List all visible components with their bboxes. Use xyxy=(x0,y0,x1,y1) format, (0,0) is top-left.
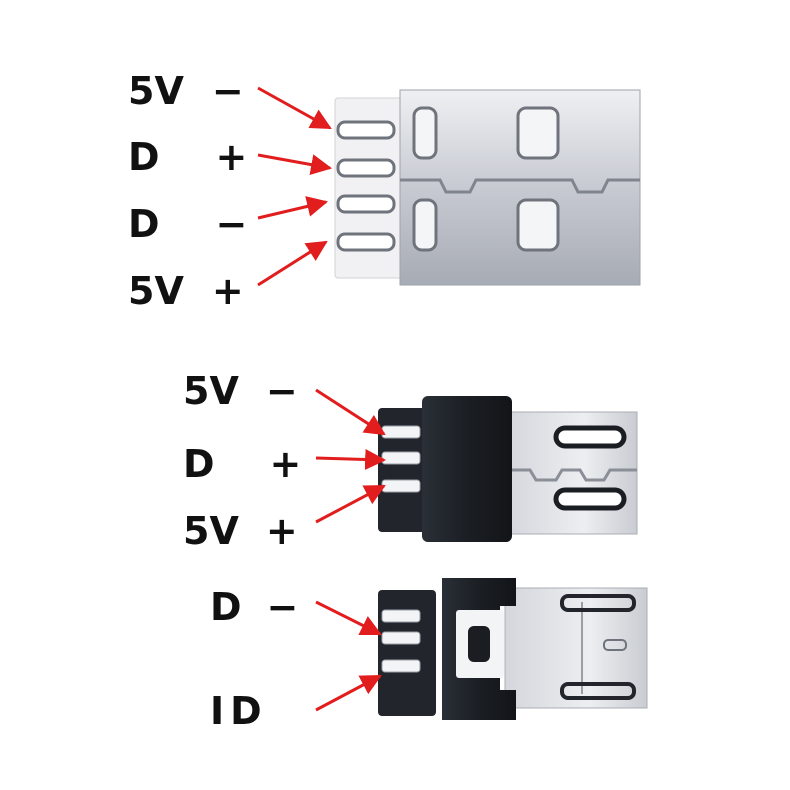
pin-polarity: + xyxy=(215,135,248,179)
pin-name: 5V xyxy=(183,369,239,413)
micro-bottom-slot xyxy=(560,594,636,612)
pin-label: D− xyxy=(210,588,298,626)
micro-top-crease xyxy=(505,468,637,482)
pin-name: D xyxy=(183,442,215,486)
micro-bottom-slot xyxy=(560,682,636,700)
pin-name: D xyxy=(128,135,160,179)
solder-pad xyxy=(381,631,421,645)
pin-polarity: − xyxy=(215,202,248,246)
pin-label: 5V + xyxy=(183,512,298,550)
solder-pad xyxy=(381,609,421,623)
pin-polarity: + xyxy=(265,509,298,553)
pin-label: D− xyxy=(128,205,247,243)
micro-bottom-dimple xyxy=(603,639,627,651)
pin-polarity: − xyxy=(266,585,299,629)
solder-pad xyxy=(381,479,421,493)
solder-pin xyxy=(336,194,396,214)
pin-arrow xyxy=(315,600,382,636)
pin-name: 5V xyxy=(128,269,184,313)
pin-name: 5V xyxy=(128,69,184,113)
micro-top-slot xyxy=(553,425,627,449)
pin-polarity: − xyxy=(265,369,298,413)
micro-usb-plug-bottom xyxy=(378,578,648,720)
pin-arrow xyxy=(257,240,328,287)
micro-top-housing xyxy=(378,408,436,532)
usb-a-slot xyxy=(516,106,560,160)
pin-name: D xyxy=(128,202,160,246)
usb-a-slot xyxy=(516,198,560,252)
pin-arrow xyxy=(315,448,387,470)
pin-name: D xyxy=(210,585,242,629)
pin-label: 5V + xyxy=(128,272,244,310)
solder-pin xyxy=(336,158,396,178)
micro-usb-plug-top xyxy=(378,396,638,542)
pin-arrow xyxy=(315,388,386,436)
solder-pin xyxy=(336,120,396,140)
micro-bottom-latch xyxy=(468,626,490,662)
solder-pad xyxy=(381,659,421,673)
usb-a-slot xyxy=(412,106,438,160)
pin-arrow xyxy=(257,196,329,220)
usb-a-plug xyxy=(334,89,641,286)
pin-arrows xyxy=(257,86,387,712)
usb-a-crease xyxy=(400,178,640,194)
pin-arrow xyxy=(315,484,386,524)
pin-name: ID xyxy=(210,689,268,733)
micro-top-housing xyxy=(422,396,512,542)
solder-pad xyxy=(381,425,421,439)
pin-name: 5V xyxy=(183,509,239,553)
pin-polarity: + xyxy=(269,442,302,486)
pin-label: 5V− xyxy=(128,72,244,110)
pin-polarity: + xyxy=(211,269,244,313)
usb-a-slot xyxy=(412,198,438,252)
pin-label: 5V− xyxy=(183,372,298,410)
solder-pad xyxy=(381,451,421,465)
pin-label: ID xyxy=(210,692,268,730)
micro-top-slot xyxy=(553,487,627,511)
pin-label: D+ xyxy=(128,138,247,176)
pin-label: D+ xyxy=(183,445,301,483)
pin-polarity: − xyxy=(211,69,244,113)
pin-arrow xyxy=(257,153,333,175)
solder-pin xyxy=(336,232,396,252)
pin-arrow xyxy=(315,674,382,712)
pin-arrow xyxy=(257,86,332,130)
usb-a-shell xyxy=(399,89,641,286)
micro-bottom-housing xyxy=(378,590,436,716)
